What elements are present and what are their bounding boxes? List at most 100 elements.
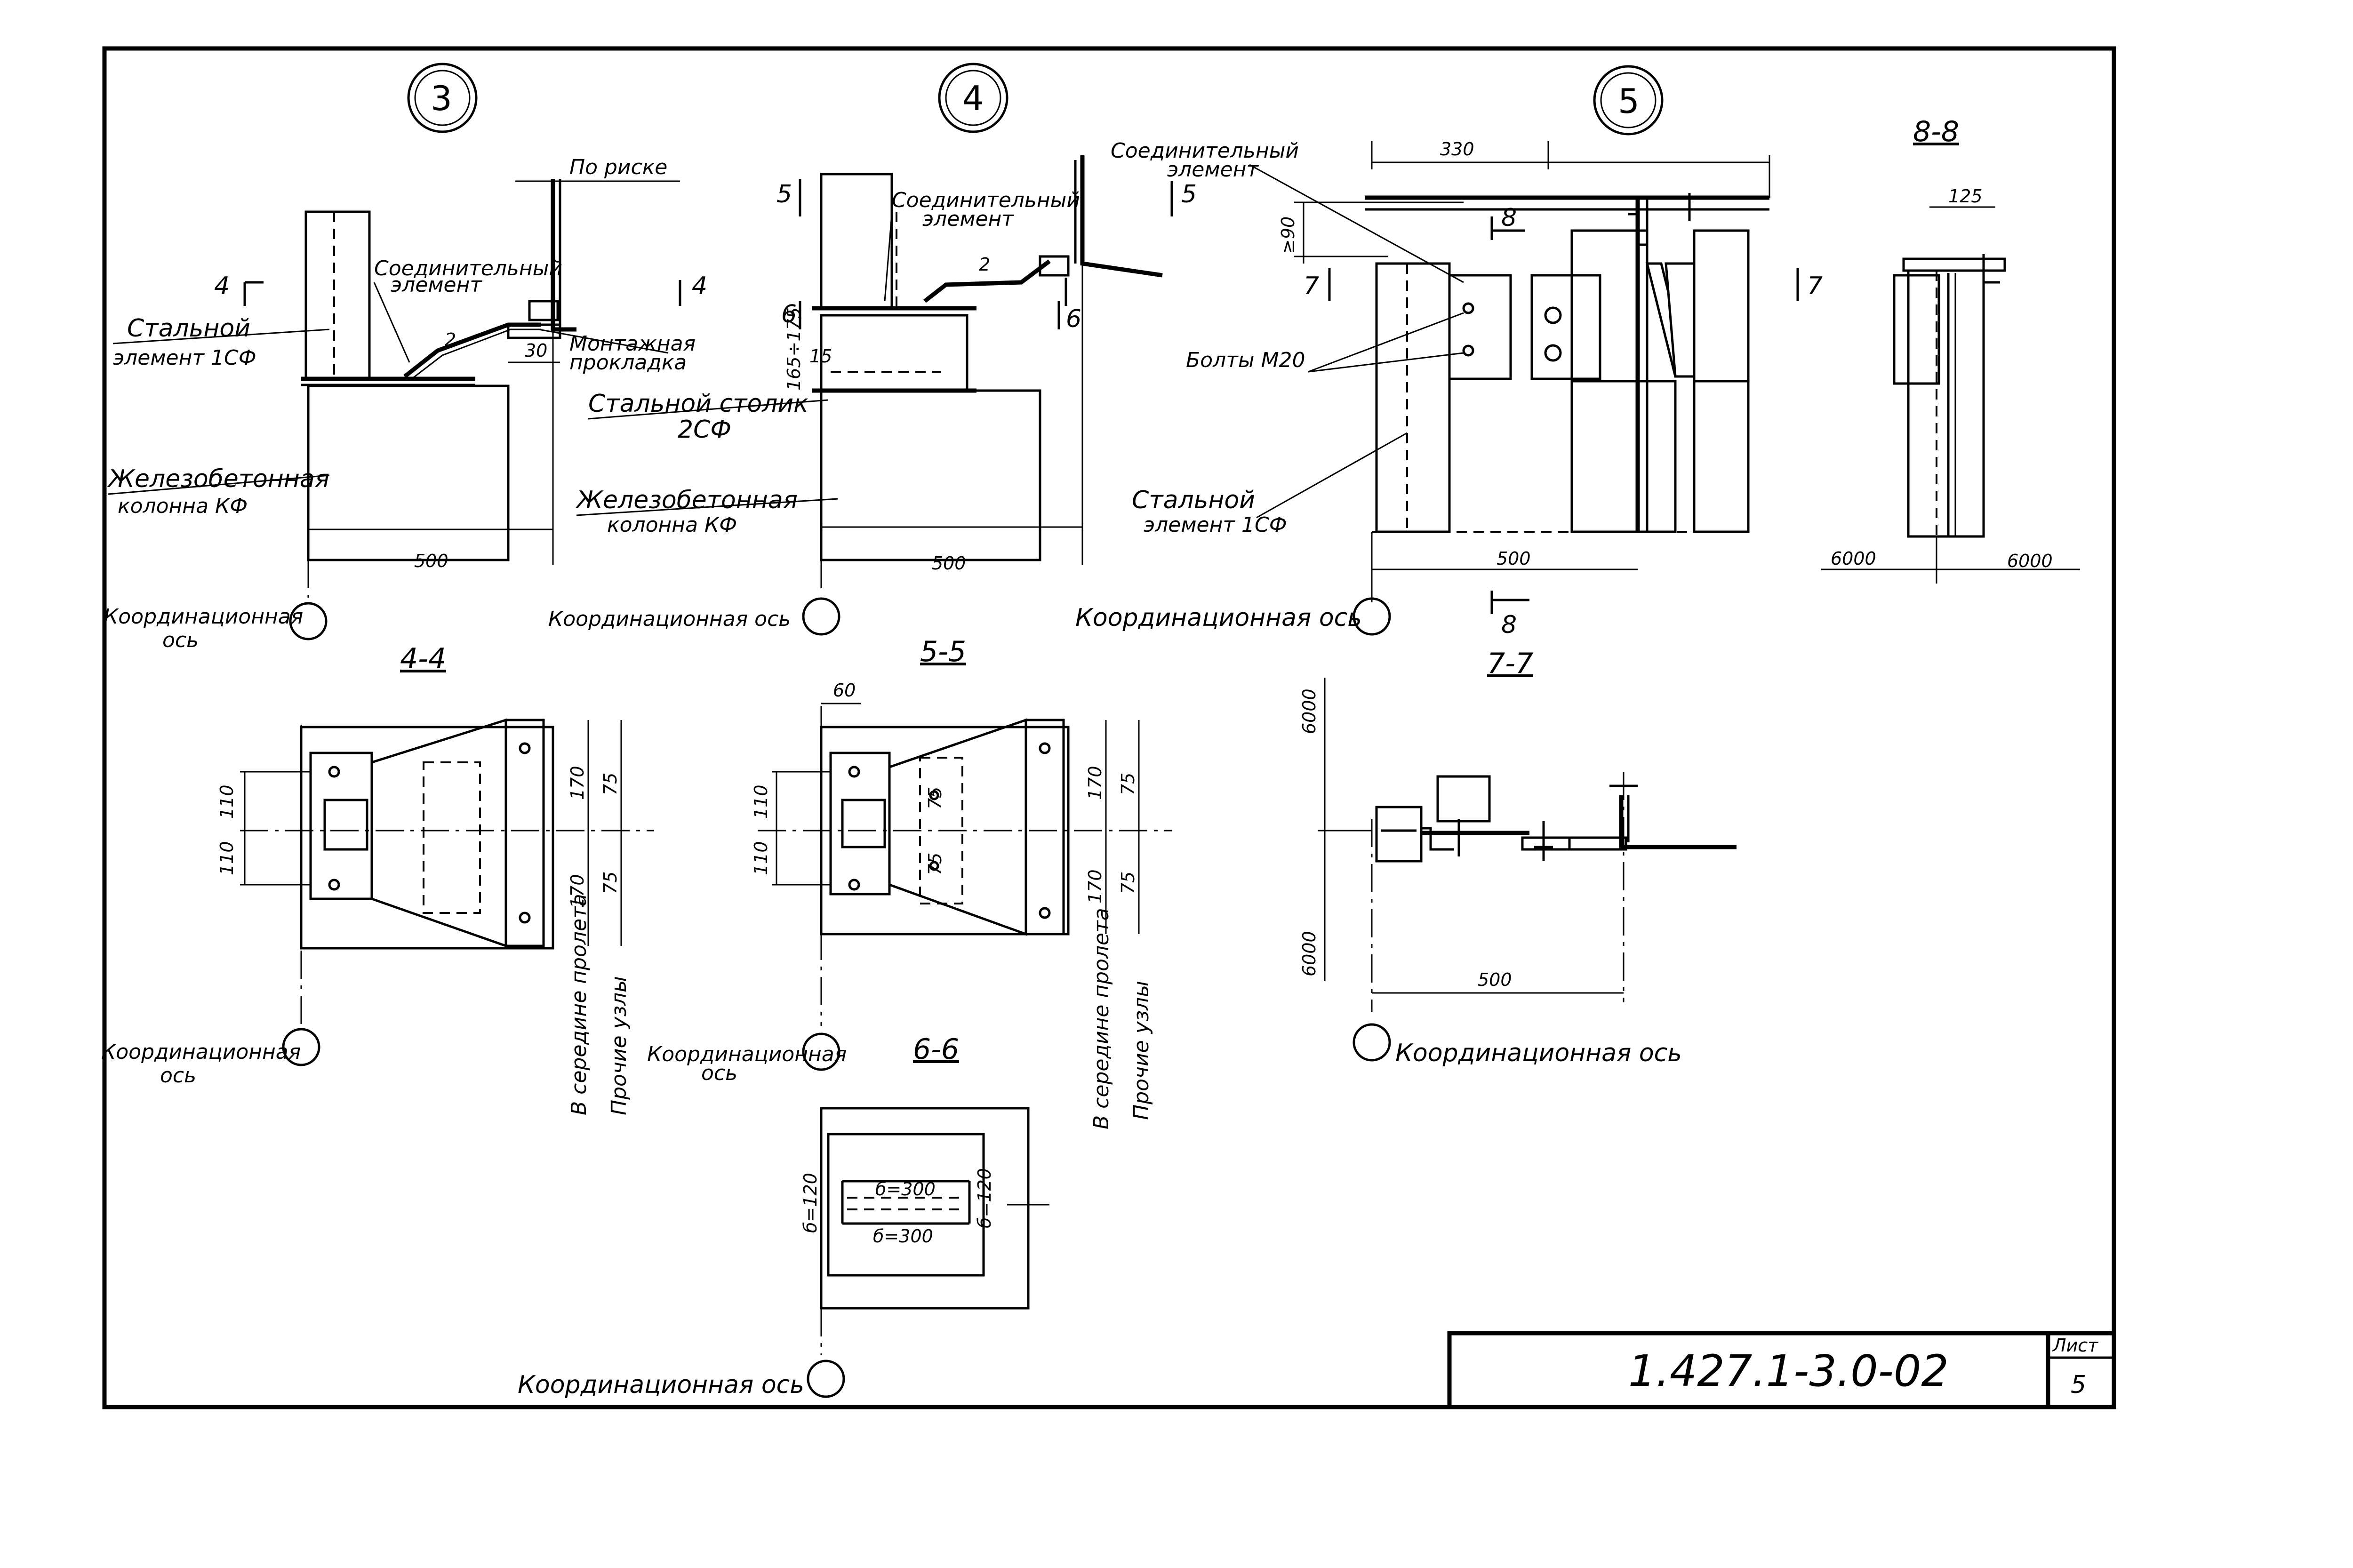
connecting-element-plan-5-5 [888,718,1027,936]
section-mark-6a: 6 [781,300,797,328]
connecting-element-plan-4-4 [370,718,507,948]
steel-element-d5 [1375,262,1451,533]
detail-4-number: 4 [962,79,984,118]
section-7-7: 7-7 6000 6000 500 Координационная ось [1299,647,1737,1067]
dim-500-d3: 500 [414,551,448,571]
steel-element-d5-label-b: элемент 1СФ [1144,513,1287,537]
dim-75-inner-a: 75 [925,787,945,809]
coord-axis-bubble-4-4 [282,1028,320,1066]
dim-75-a-5-5: 75 [1118,773,1138,795]
dim-75-b-5-5: 75 [1118,872,1138,894]
coord-axis-bubble-d4 [802,597,840,636]
section-mark-5b: 5 [1181,180,1197,208]
steel-table-2sf [820,314,968,392]
connecting-element-d4-label-a: Соединительный [892,188,1080,212]
dim-110-b-4-4: 110 [216,841,237,875]
dim-75-b-4-4: 75 [600,872,621,894]
column-outline-4-4 [300,726,554,950]
dim-500-d4: 500 [932,553,966,574]
dim-6000-bottom-7-7: 6000 [1299,931,1320,976]
dim-b120-b: б=120 [974,1168,995,1228]
section-mark-7a: 7 [1304,272,1319,300]
dim-75-a-4-4: 75 [600,773,621,795]
section-mark-4a: 4 [214,272,230,300]
concrete-column-d4-label-a: Железобетонная [575,486,798,514]
dim-6000-right: 6000 [2007,551,2053,571]
coord-axis-bubble-6-6 [807,1360,845,1398]
coord-axis-label-6-6: Координационная ось [518,1371,804,1399]
sheet-label: Лист [2052,1335,2099,1356]
dim-60-5-5: 60 [833,680,856,701]
mid-span-label-5-5: В середине пролета [1089,908,1113,1129]
dim-2-d4: 2 [979,254,990,275]
dim-110-b-5-5: 110 [751,841,771,875]
sheet-frame [102,46,2116,1409]
dim-170-b-4-4: 170 [567,874,588,908]
angle-profile-d4 [1080,155,1163,278]
column-section-8-8 [1907,269,1985,538]
section-mark-8a: 8 [1501,204,1517,232]
dim-75-inner-b: 75 [925,853,945,875]
dim-30-d3: 30 [525,340,547,361]
section-6-6-title: 6-6 [913,1033,959,1066]
dim-500-7-7: 500 [1478,969,1512,990]
column-outline-6-6 [820,1107,1030,1310]
detail-4: 4 500 165÷175 15 2 5 5 6 6 Соединитель [548,63,1197,636]
bolt-m20-a [1462,302,1474,314]
steel-element-plan-7-7 [1436,775,1491,823]
steel-table-label-b: 2СФ [678,416,731,444]
dim-6000-left: 6000 [1831,548,1876,569]
detail-5-number: 5 [1618,81,1640,121]
dim-15-d4: 15 [809,346,832,367]
steel-element-d4 [820,173,893,310]
concrete-column-kf [307,384,510,561]
dim-2-d3: 2 [445,329,456,350]
section-5-5-title: 5-5 [920,635,966,668]
detail-5-marker [1593,65,1664,136]
concrete-column-kf-d4 [820,389,1041,561]
dim-330: 330 [1440,139,1474,160]
connecting-element-d5-label-b: элемент [1167,158,1259,182]
concrete-column-d4-label-b: колонна КФ [607,513,737,537]
po-riske-label: По риске [569,155,667,179]
section-7-7-title: 7-7 [1487,647,1533,680]
coord-axis-label-d4: Координационная ось [548,607,791,631]
mid-span-label-4-4: В середине пролета [567,894,591,1115]
detail-3: 3 500 По риске 2 30 4 4 Стальной [104,63,707,652]
dim-b300-a: б=300 [875,1179,936,1200]
section-4-4-title: 4-4 [400,642,446,675]
section-4-4: 4-4 110 110 170 170 75 75 В середине про… [101,642,654,1115]
section-8-8: 8-8 125 6000 6000 [1821,115,2080,584]
coord-axis-label-b-4-4: ось [160,1064,196,1088]
steel-element-label-b: элемент 1СФ [113,346,256,370]
mounting-shim-label-a: Монтажная [569,332,696,356]
coord-axis-bubble-d3 [289,602,328,640]
coord-axis-label-a-5-5: Координационная [647,1042,847,1066]
other-nodes-label-5-5: Прочие узлы [1129,981,1153,1120]
coord-axis-label-7-7: Координационная ось [1395,1039,1682,1067]
dim-b120-a: б=120 [800,1173,821,1233]
connecting-element-label-b: элемент [391,273,482,297]
section-5-5: 5-5 60 110 110 75 75 170 170 75 75 В сер… [647,635,1172,1129]
connecting-element-label-a: Соединительный [374,256,562,280]
dim-170-b-5-5: 170 [1085,869,1105,904]
coord-axis-label-a-4-4: Координационная [101,1040,301,1064]
section-mark-6b: 6 [1066,305,1081,333]
mounting-shim [507,323,561,339]
detail-3-number: 3 [431,79,452,118]
connecting-element-d5-label-a: Соединительный [1111,139,1299,163]
section-mark-7b: 7 [1807,272,1823,300]
mounting-shim-label-b: прокладка [569,351,687,375]
steel-element-d5-label-a: Стальной [1132,486,1255,514]
coord-axis-label-b-5-5: ось [701,1061,737,1085]
steel-element-1sf [304,210,371,380]
dim-125: 125 [1948,186,1983,207]
coord-axis-bubble-d5 [1353,597,1391,636]
coord-axis-label-a-d3: Координационная [104,605,303,629]
dim-110-a-4-4: 110 [216,784,237,819]
connecting-element-d4 [923,259,1051,303]
section-6-6: 6-6 б=300 б=300 б=120 б=120 Координацион… [518,1033,1049,1399]
title-block: 1.427.1-3.0-02 Лист 5 [1447,1331,2116,1409]
drawing-code: 1.427.1-3.0-02 [1628,1346,1949,1396]
